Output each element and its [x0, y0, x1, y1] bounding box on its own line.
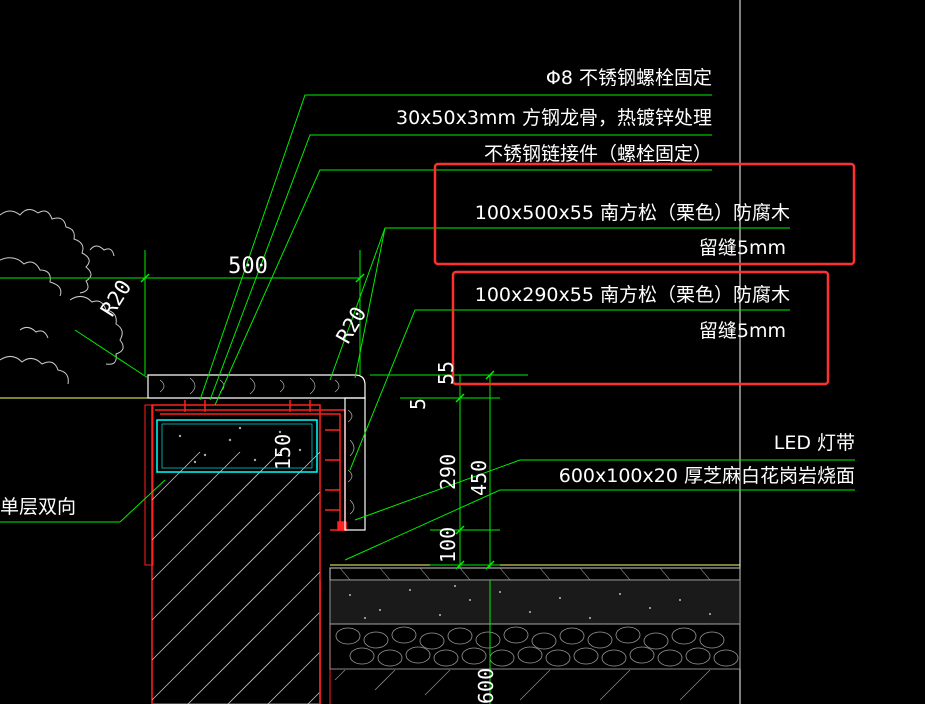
wood-side-board	[344, 397, 366, 531]
dim-width-500: 500	[228, 254, 268, 279]
dim-450: 450	[467, 460, 491, 496]
dim-bottom: 600	[474, 668, 498, 704]
highlight-box-top-board	[433, 162, 856, 266]
annotation-keel: 30x50x3mm 方钢龙骨，热镀锌处理	[396, 107, 712, 129]
steel-keel	[156, 419, 318, 473]
paving-layers	[329, 567, 741, 701]
dim-150: 150	[271, 434, 295, 470]
leader-lines	[0, 94, 855, 561]
dimension-lines	[0, 250, 528, 704]
annotation-gap-side: 留缝5mm	[699, 320, 786, 342]
annotation-bolt: Φ8 不锈钢螺栓固定	[546, 67, 712, 89]
dim-100: 100	[436, 527, 460, 563]
annotation-connector: 不锈钢链接件（螺栓固定）	[484, 143, 712, 165]
wood-top-board	[147, 374, 366, 399]
highlight-box-side-board	[451, 270, 830, 386]
concrete-wall	[144, 404, 331, 704]
annotation-wood-top: 100x500x55 南方松（栗色）防腐木	[475, 202, 790, 224]
dim-55: 55	[434, 361, 458, 385]
dim-5: 5	[406, 398, 430, 410]
annotation-rebar: 单层双向	[0, 496, 76, 518]
steel-frame	[155, 400, 347, 531]
annotation-wood-side: 100x290x55 南方松（栗色）防腐木	[475, 284, 790, 306]
annotation-granite: 600x100x20 厚芝麻白花岗岩烧面	[559, 465, 855, 487]
dim-290: 290	[436, 454, 460, 490]
annotation-gap-top: 留缝5mm	[699, 237, 786, 259]
shrub-outline	[0, 209, 124, 385]
ground-lines	[0, 397, 740, 566]
dimension-ticks	[140, 273, 495, 570]
dim-radius-left: R20	[96, 276, 136, 321]
annotation-led: LED 灯带	[774, 432, 855, 454]
